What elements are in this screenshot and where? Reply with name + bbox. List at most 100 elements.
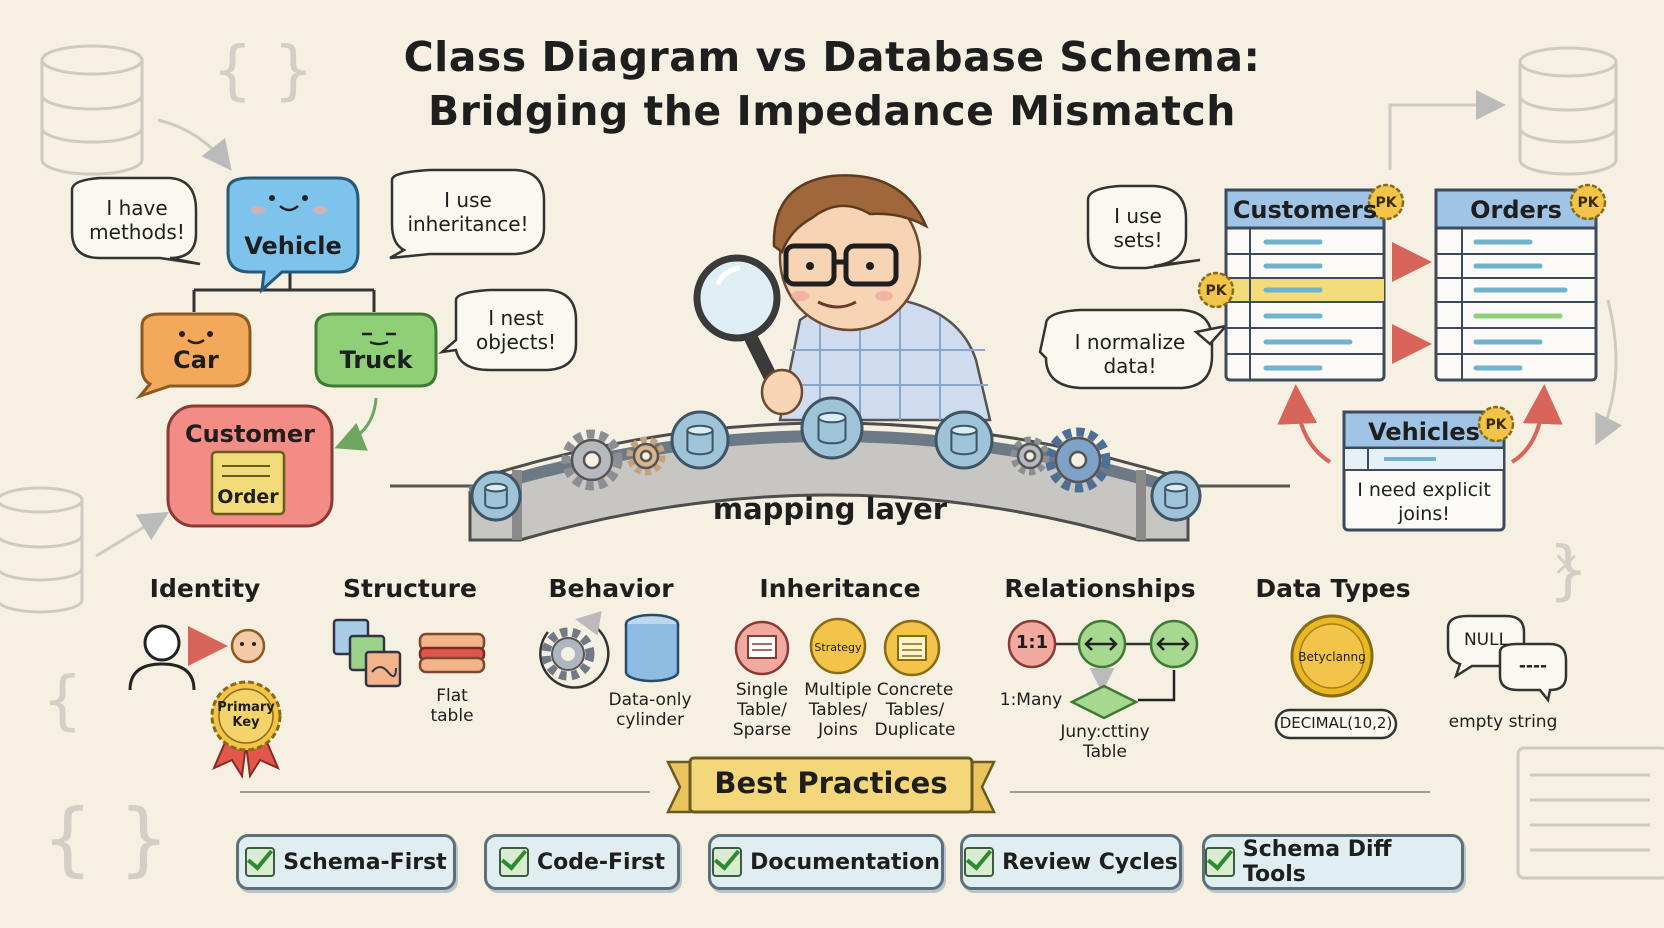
heading-data-types: Data Types [1255, 574, 1411, 603]
class-truck: Truck [339, 346, 413, 374]
pk-badge-icon: PK [1367, 183, 1405, 221]
svg-text:PK: PK [1205, 283, 1227, 299]
svg-text:PK: PK [1375, 195, 1397, 211]
table-orders: Orders [1470, 196, 1562, 224]
bubble-shapes-left [70, 168, 578, 372]
person-illustration [772, 174, 992, 422]
bubble-inheritance: I use inheritance! [407, 188, 529, 236]
heading-relationships: Relationships [1004, 574, 1196, 603]
heading-structure: Structure [343, 574, 477, 603]
caption-flat-table: Flat table [430, 686, 474, 726]
database-disc-icon [1150, 470, 1202, 522]
practice-label: Schema Diff Tools [1242, 837, 1392, 887]
relationship-icons [1007, 619, 1199, 720]
practice-label: Code-First [536, 849, 666, 875]
page-title: Class Diagram vs Database Schema: Bridgi… [0, 30, 1664, 138]
svg-text:PK: PK [1485, 417, 1507, 433]
inheritance-option-multiple: Multiple Tables/ Joins [804, 680, 872, 740]
title-line-2: Bridging the Impedance Mismatch [428, 87, 1236, 135]
practice-label: Schema-First [283, 849, 447, 875]
customer-class-shape [166, 404, 334, 528]
checkbox-icon [964, 847, 995, 877]
strategy-icon-text: Strategy [814, 641, 862, 654]
bubble-shapes-right [1038, 184, 1230, 390]
best-practices-banner [240, 756, 1430, 814]
best-practices-title: Best Practices [714, 766, 948, 800]
decimal-label: DECIMAL(10,2) [1279, 714, 1393, 732]
empty-string-symbol: ---- [1518, 656, 1548, 676]
inheritance-option-single: Single Table/ Sparse [732, 680, 792, 740]
practice-schema-diff-tools[interactable]: Schema Diff Tools [1202, 834, 1464, 890]
class-customer: Customer [184, 420, 316, 448]
relationship-one-to-one: 1:1 [1015, 632, 1049, 653]
caption-empty-string: empty string [1448, 712, 1558, 732]
pk-badge-icon: PK [1477, 405, 1515, 443]
table-customers: Customers [1232, 196, 1378, 224]
checkbox-icon [245, 847, 276, 877]
table-vehicles: Vehicles [1368, 418, 1480, 446]
bubble-sets: I use sets! [1113, 204, 1163, 252]
practice-schema-first[interactable]: Schema-First [236, 834, 456, 890]
heading-behavior: Behavior [548, 574, 674, 603]
svg-text:PK: PK [1577, 195, 1599, 211]
nest-arrow [334, 397, 378, 451]
relationship-junction: Juny:cttiny Table [1060, 722, 1150, 762]
checkbox-icon [712, 847, 743, 877]
bg-database-icon-left [0, 486, 84, 614]
vehicle-class-shape [226, 176, 360, 294]
practice-label: Review Cycles [1002, 849, 1178, 875]
identity-icons [128, 624, 282, 779]
primary-key-badge: Primary Key [217, 700, 275, 730]
bridge-label: mapping layer [712, 492, 948, 526]
bubble-methods: I have methods! [89, 196, 185, 244]
magnifying-glass-icon [693, 254, 804, 416]
practice-documentation[interactable]: Documentation [708, 834, 944, 890]
caption-data-only: Data-only cylinder [608, 690, 692, 730]
svg-text:}: } [1548, 534, 1589, 608]
checkbox-icon [498, 847, 529, 877]
svg-text:{: { [42, 664, 83, 738]
background-decorations: { } { { } } × [0, 34, 1664, 885]
title-line-1: Class Diagram vs Database Schema: [403, 33, 1261, 81]
table-link-arrows [1277, 242, 1563, 464]
vehicles-table [1342, 410, 1506, 532]
svg-text:{ }: { } [212, 34, 314, 108]
inheritance-connector [192, 262, 376, 312]
database-disc-icon [670, 410, 730, 470]
bridge-database-discs [470, 396, 1202, 522]
practice-label: Documentation [750, 849, 940, 875]
svg-text:×: × [1552, 544, 1581, 584]
null-label: NULL [1463, 630, 1509, 650]
database-disc-icon [470, 470, 522, 522]
bubble-nest: I nest objects! [475, 306, 557, 354]
bubble-joins: I need explicit joins! [1357, 479, 1491, 525]
database-disc-icon [800, 396, 864, 460]
car-class-shape [135, 312, 252, 400]
class-car: Car [173, 346, 219, 374]
behavior-icons [539, 611, 680, 689]
checkbox-icon [1205, 847, 1235, 877]
orders-table [1434, 188, 1598, 382]
bg-database-icon-topleft [40, 44, 144, 176]
inheritance-icons [734, 617, 941, 677]
pk-badge-icon: PK [1569, 183, 1607, 221]
practice-review-cycles[interactable]: Review Cycles [960, 834, 1182, 890]
svg-text:{ }: { } [42, 792, 169, 885]
heading-inheritance: Inheritance [759, 574, 921, 603]
bridge-gears [561, 427, 1111, 493]
class-vehicle: Vehicle [244, 232, 342, 260]
class-order: Order [217, 486, 279, 508]
data-type-icons [1274, 614, 1568, 740]
heading-identity: Identity [149, 574, 261, 603]
bg-database-icon-topright [1518, 46, 1618, 176]
inheritance-option-concrete: Concrete Tables/ Duplicate [874, 680, 956, 740]
database-disc-icon [934, 410, 994, 470]
pk-badge-icon: PK [1197, 271, 1235, 309]
relationship-one-to-many: 1:Many [999, 690, 1063, 710]
coin-text: Betyclanng [1298, 650, 1366, 664]
structure-icons [332, 618, 486, 688]
pk-badges: PK PK PK PK [1197, 183, 1607, 443]
practice-code-first[interactable]: Code-First [484, 834, 680, 890]
truck-class-shape [314, 312, 438, 388]
bubble-normalize: I normalize data! [1074, 330, 1186, 378]
